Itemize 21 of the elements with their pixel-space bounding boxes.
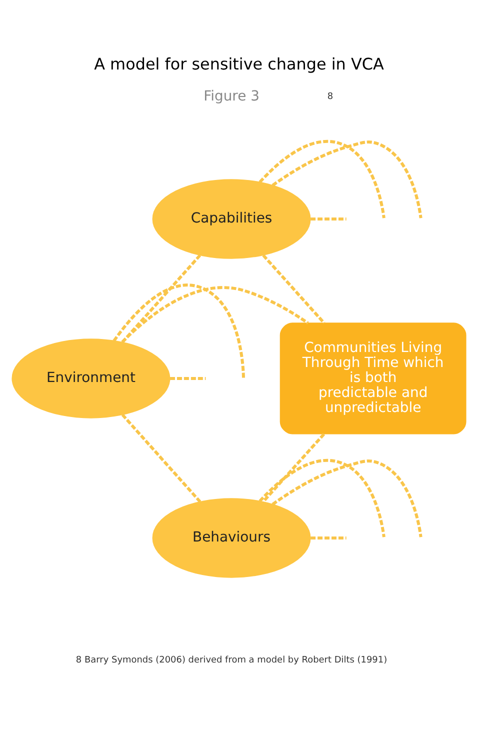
node-box: Communities Living Through Time which is both predictable and unpredictable bbox=[280, 322, 466, 434]
connector bbox=[310, 217, 346, 220]
connector bbox=[170, 376, 206, 380]
label: 8 Barry Symonds (2006) derived from a model by Robert Dilts (1991) bbox=[76, 655, 388, 666]
label: 8 bbox=[327, 92, 334, 102]
connector bbox=[258, 459, 386, 538]
connector bbox=[272, 140, 422, 218]
node-ellipse: Behaviours bbox=[152, 498, 311, 578]
connector bbox=[272, 460, 422, 538]
node-ellipse: Environment bbox=[12, 338, 170, 418]
node-ellipse: Capabilities bbox=[152, 179, 311, 259]
connector bbox=[121, 286, 309, 344]
connector bbox=[112, 284, 245, 378]
connector bbox=[262, 433, 326, 503]
connector bbox=[121, 414, 202, 503]
connector bbox=[310, 536, 346, 540]
connector bbox=[262, 254, 326, 324]
diagram-title: A model for sensitive change in VCA bbox=[94, 54, 384, 74]
connector bbox=[258, 140, 386, 218]
connector bbox=[121, 254, 202, 344]
label: Figure 3 bbox=[204, 88, 260, 105]
